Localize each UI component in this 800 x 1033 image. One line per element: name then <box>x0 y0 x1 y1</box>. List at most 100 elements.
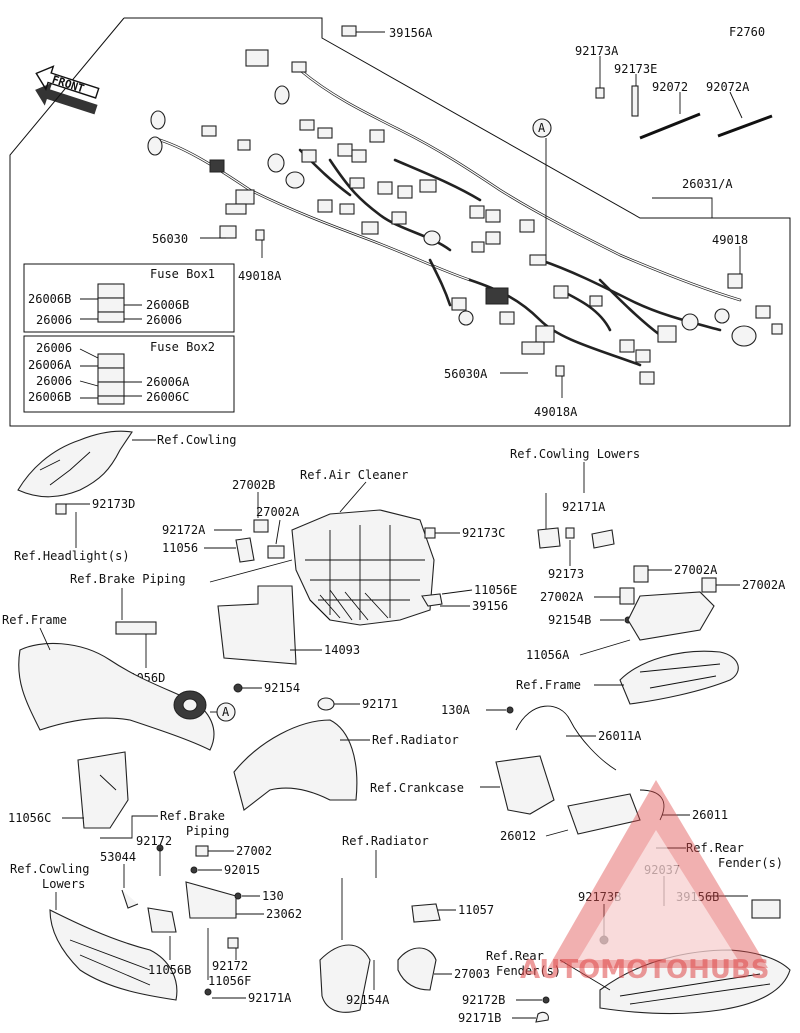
air-cleaner-part <box>291 509 435 626</box>
part-92173B: 92173B <box>578 890 621 904</box>
part-27002A-4: 27002A <box>742 578 786 592</box>
fuse-box-2-title: Fuse Box2 <box>150 340 215 354</box>
part-92171: 92171 <box>362 697 398 711</box>
crankcase-part <box>495 755 555 815</box>
callout-a-circle <box>532 118 552 138</box>
part-27002B: 27002B <box>232 478 275 492</box>
part-49018A-1: 49018A <box>238 269 282 283</box>
frame-part-left <box>18 642 236 751</box>
ref-rear-fender-1-line2: Fender(s) <box>718 856 783 870</box>
part-92154: 92154 <box>264 681 300 695</box>
shield-14093 <box>217 585 297 665</box>
ref-brake-piping-2-line1: Ref.Brake <box>160 809 225 823</box>
part-92172-2: 92172 <box>212 959 248 973</box>
cowling-part <box>17 430 156 498</box>
watermark-text: AUTOMOTOHUBS <box>520 955 770 985</box>
fuse-box-2-right-1: 26006A <box>146 375 190 389</box>
radiator-part-1 <box>233 697 358 811</box>
fuse-box-2-left-4: 26006B <box>28 390 71 404</box>
ref-brake-piping: Ref.Brake Piping <box>70 572 186 586</box>
callout-a-lower: A <box>222 705 230 719</box>
fuse-box-1-title: Fuse Box1 <box>150 267 215 281</box>
part-27002A-1: 27002A <box>256 505 300 519</box>
part-130: 130 <box>262 889 284 903</box>
part-92171A-2: 92171A <box>248 991 292 1005</box>
part-92171B: 92171B <box>458 1011 501 1025</box>
part-92173C: 92173C <box>462 526 505 540</box>
part-23062: 23062 <box>266 907 302 921</box>
ref-air-cleaner: Ref.Air Cleaner <box>300 468 408 482</box>
battery-26012 <box>567 793 641 835</box>
part-26011A: 26011A <box>598 729 642 743</box>
ref-rear-fender-2-line1: Ref.Rear <box>486 949 544 963</box>
part-92173: 92173 <box>548 567 584 581</box>
part-92072A: 92072A <box>706 80 750 94</box>
part-130A: 130A <box>441 703 471 717</box>
figure-code: F2760 <box>729 25 765 39</box>
part-26011: 26011 <box>692 808 728 822</box>
part-11056: 11056 <box>162 541 198 555</box>
fuse-box-2-left-2: 26006A <box>28 358 72 372</box>
fuse-box-2-right-2: 26006C <box>146 390 189 404</box>
part-92172: 92172 <box>136 834 172 848</box>
part-49018A-2: 49018A <box>534 405 578 419</box>
part-53044: 53044 <box>100 850 136 864</box>
part-92172A: 92172A <box>162 523 206 537</box>
part-14093: 14093 <box>324 643 360 657</box>
ref-rear-fender-1-line1: Ref.Rear <box>686 841 744 855</box>
fuse-box-1: Fuse Box1 26006B 26006 26006B 26006 <box>23 263 235 333</box>
harness-panel-frame <box>9 17 791 427</box>
part-11056F: 11056F <box>208 974 251 988</box>
part-92171A-1: 92171A <box>562 500 606 514</box>
part-27002: 27002 <box>236 844 272 858</box>
part-11056C: 11056C <box>8 811 51 825</box>
bracket-11056C <box>77 751 129 829</box>
part-39156A: 39156A <box>389 26 433 40</box>
harness-leaders <box>200 31 743 398</box>
harness-connectors <box>147 25 783 385</box>
ref-headlight: Ref.Headlight(s) <box>14 549 130 563</box>
part-11056E: 11056E <box>474 583 517 597</box>
ref-cowling-lowers-2-line2: Lowers <box>42 877 85 891</box>
ref-frame-1: Ref.Frame <box>2 613 67 627</box>
part-92154A: 92154A <box>346 993 390 1007</box>
part-11057: 11057 <box>458 903 494 917</box>
fuse-box-1-right-2: 26006 <box>146 313 182 327</box>
fuse-box-2-left-1: 26006 <box>36 341 72 355</box>
part-27003: 27003 <box>454 967 490 981</box>
fuse-box-2-left-3: 26006 <box>36 374 72 388</box>
ref-brake-piping-2-line2: Piping <box>186 824 229 838</box>
part-56030A: 56030A <box>444 367 488 381</box>
watermark: AUTOMOTOHUBS <box>520 780 770 985</box>
part-26031A: 26031/A <box>682 177 733 191</box>
ref-frame-2: Ref.Frame <box>516 678 581 692</box>
part-92173E: 92173E <box>614 62 657 76</box>
part-92154B: 92154B <box>548 613 591 627</box>
ref-cowling: Ref.Cowling <box>157 433 236 447</box>
ref-radiator-2: Ref.Radiator <box>342 834 429 848</box>
fuse-box-2: Fuse Box2 26006 26006A 26006 26006B 2600… <box>23 335 235 413</box>
callout-a-label: A <box>538 121 546 135</box>
part-49018: 49018 <box>712 233 748 247</box>
part-11056A: 11056A <box>526 648 570 662</box>
part-92173D: 92173D <box>92 497 135 511</box>
fuse-box-1-right-1: 26006B <box>146 298 189 312</box>
part-39156: 39156 <box>472 599 508 613</box>
part-92173A: 92173A <box>575 44 619 58</box>
cowling-lowers-part <box>49 907 178 1001</box>
fuse-box-1-left-1: 26006B <box>28 292 71 306</box>
radiator-part-2 <box>319 903 441 1013</box>
ref-cowling-lowers-1: Ref.Cowling Lowers <box>510 447 640 461</box>
part-56030: 56030 <box>152 232 188 246</box>
ref-rear-fender-2-line2: Fender(s) <box>496 964 561 978</box>
ref-radiator-1: Ref.Radiator <box>372 733 459 747</box>
part-27002A-2: 27002A <box>674 563 718 577</box>
part-92072: 92072 <box>652 80 688 94</box>
part-92172B: 92172B <box>462 993 505 1007</box>
ref-crankcase: Ref.Crankcase <box>370 781 464 795</box>
frame-part-right <box>619 591 739 705</box>
fuse-box-1-left-2: 26006 <box>36 313 72 327</box>
part-11056B: 11056B <box>148 963 191 977</box>
front-arrow: FRONT <box>35 65 100 115</box>
